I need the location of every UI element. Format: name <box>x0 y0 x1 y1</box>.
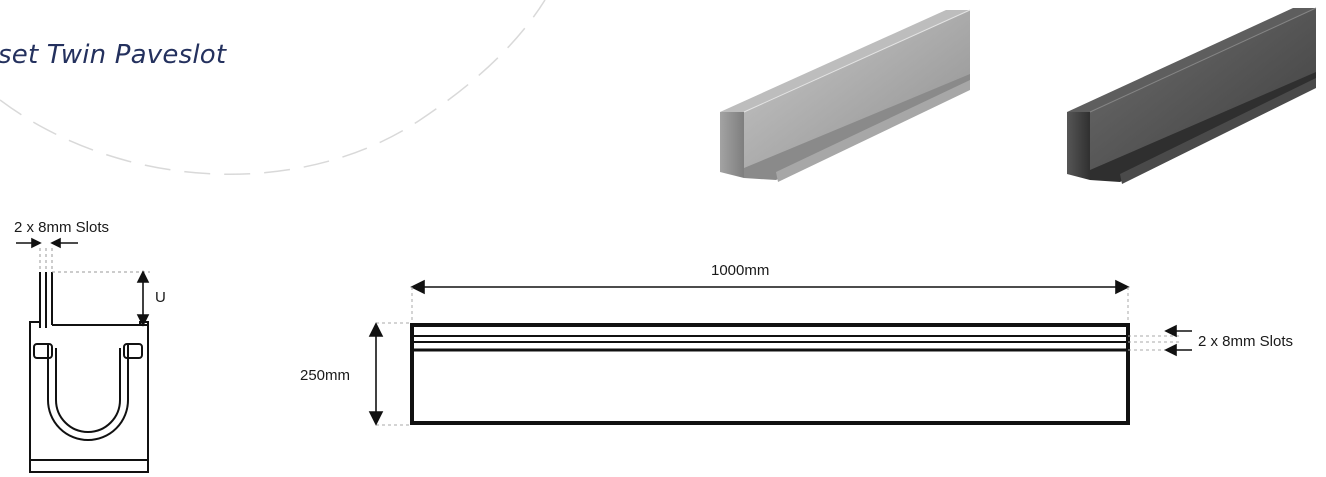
right-seat <box>123 343 143 359</box>
inner-u-channel <box>47 345 129 441</box>
height-dimension-arrow <box>368 322 384 426</box>
page-title: set Twin Paveslot <box>0 40 227 70</box>
length-label: 1000mm <box>711 262 770 279</box>
elevation-slots-label: 2 x 8mm Slots <box>1198 333 1294 350</box>
black-paveslot-photo <box>1067 7 1317 184</box>
galvanised-paveslot-photo <box>720 9 971 182</box>
u-dimension-label: U <box>155 289 166 306</box>
left-seat <box>33 343 53 359</box>
slot-callout-arrows <box>1164 324 1192 357</box>
section-slots-label: 2 x 8mm Slots <box>14 219 110 236</box>
u-dimension-arrow <box>136 270 150 327</box>
elevation-body <box>410 323 1130 425</box>
length-dimension-arrow <box>410 279 1130 295</box>
height-label: 250mm <box>300 367 351 384</box>
